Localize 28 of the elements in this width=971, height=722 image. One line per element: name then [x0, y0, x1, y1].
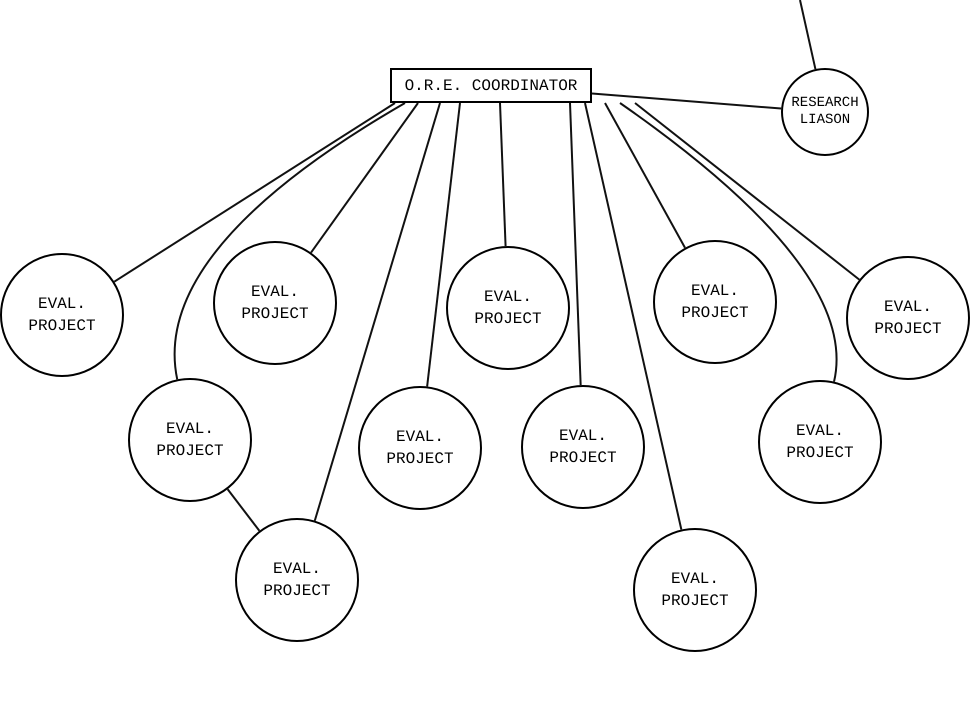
- connector-line: [314, 102, 441, 521]
- node-label: EVAL. PROJECT: [27, 294, 97, 337]
- connector-line: [634, 102, 860, 280]
- node-label: EVAL. PROJECT: [240, 282, 310, 325]
- connector-line: [619, 102, 838, 382]
- node-label: EVAL. PROJECT: [155, 419, 225, 462]
- node-label: RESEARCH LIASON: [790, 94, 860, 130]
- connector-line: [226, 488, 260, 532]
- node-label: EVAL. PROJECT: [680, 281, 750, 324]
- connector-line: [569, 102, 582, 386]
- connector-line: [584, 102, 682, 530]
- connector-line: [426, 102, 461, 387]
- node-label: EVAL. PROJECT: [873, 297, 943, 340]
- node-label: EVAL. PROJECT: [385, 427, 455, 470]
- connector-line: [799, 0, 816, 70]
- connector-line: [174, 102, 406, 380]
- connector-line: [499, 102, 507, 246]
- node-label: EVAL. PROJECT: [262, 559, 332, 602]
- connector-line: [114, 102, 396, 283]
- node-label: EVAL. PROJECT: [473, 287, 543, 330]
- node-label: EVAL. PROJECT: [660, 569, 730, 612]
- coordinator-box: [390, 68, 592, 103]
- connector-line: [592, 92, 782, 110]
- connector-line: [310, 102, 419, 254]
- node-label: EVAL. PROJECT: [548, 426, 618, 469]
- node-label: O.R.E. COORDINATOR: [404, 76, 578, 96]
- connector-line: [604, 102, 686, 248]
- node-label: EVAL. PROJECT: [785, 421, 855, 464]
